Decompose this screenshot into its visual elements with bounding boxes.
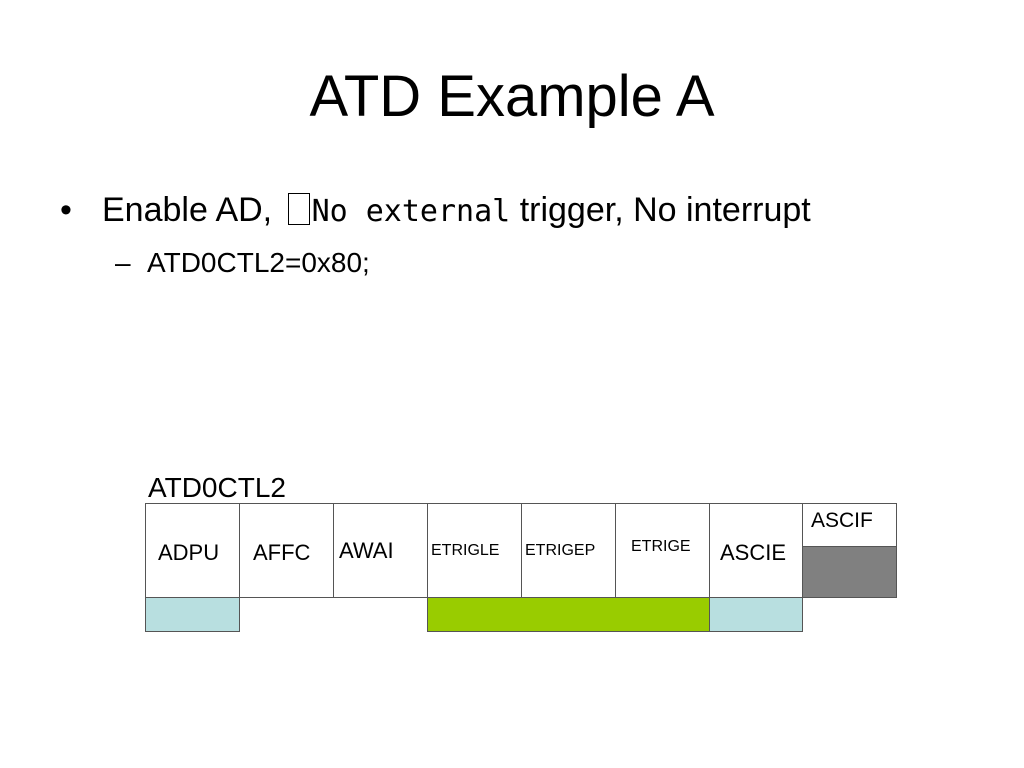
bit-cell-ascif: ASCIF [802,503,897,547]
bit-cell-ascie: ASCIE [709,503,803,598]
ascif-gray-fill [802,546,897,598]
bit-label-adpu: ADPU [158,540,220,565]
sub-bullet-register-value: –ATD0CTL2=0x80; [115,246,370,280]
bit-label-ascif: ASCIF [811,509,873,532]
bit-cell-awai: AWAI [333,503,428,598]
bullet-marker: • [60,191,72,229]
bullet-enable-ad: • Enable AD, No external trigger, No inte… [60,190,811,232]
etrig-highlight-bar [427,597,710,632]
bullet-prefix: Enable AD, [102,191,282,229]
bit-cell-adpu: ADPU [145,503,240,598]
sub-bullet-text: ATD0CTL2=0x80; [147,247,370,278]
bit-label-etrigep: ETRIGEP [525,542,596,559]
bit-cell-etrige: ETRIGE [615,503,710,598]
bit-label-awai: AWAI [339,538,394,563]
slide-title: ATD Example A [309,64,715,129]
bit-label-etrigle: ETRIGLE [431,542,500,559]
bit-label-etrige: ETRIGE [631,538,691,555]
bullet-suffix: trigger, No interrupt [510,191,811,229]
bullet-mono-text: No external [311,194,511,229]
bit-cell-affc: AFFC [239,503,334,598]
missing-glyph-icon [287,193,310,225]
ascie-highlight-bar [709,597,803,632]
adpu-highlight-bar [145,597,240,632]
bit-cell-etrigle: ETRIGLE [427,503,522,598]
bit-cell-etrigep: ETRIGEP [521,503,616,598]
bit-label-affc: AFFC [253,540,311,565]
register-name: ATD0CTL2 [148,472,286,503]
bit-label-ascie: ASCIE [720,540,787,565]
sub-bullet-marker: – [115,247,131,278]
